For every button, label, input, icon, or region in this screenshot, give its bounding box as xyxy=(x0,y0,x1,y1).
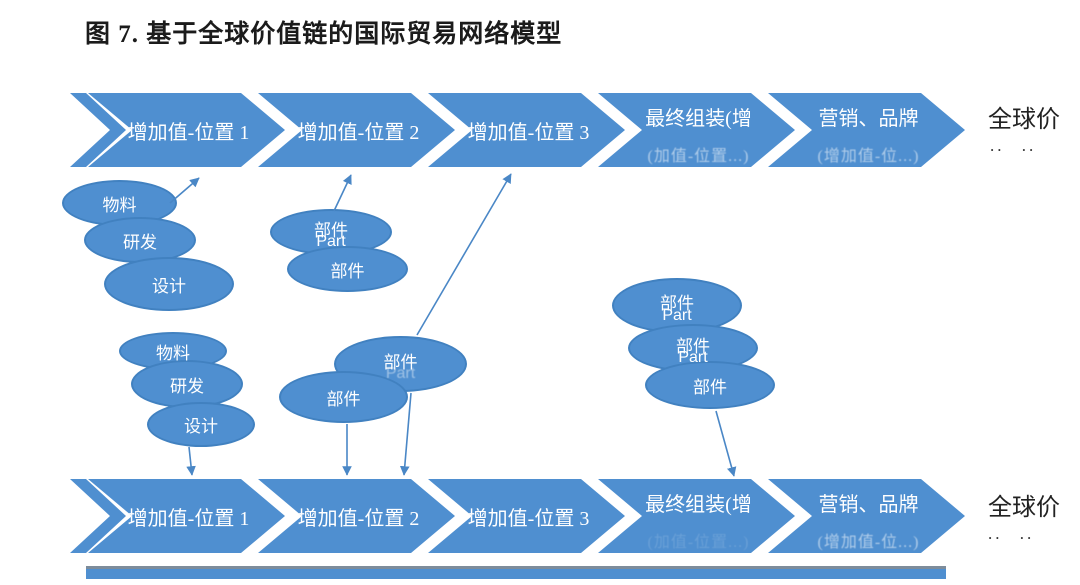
ellipse-part-topmid-2: 部件 xyxy=(287,246,408,292)
process-chevron-top-2: 增加值-位置 2 xyxy=(258,93,455,167)
ellipse-design-bottom: 设计 xyxy=(147,402,255,447)
arrow-part-to-bottom4 xyxy=(715,410,737,477)
arrow-design-to-bottom1 xyxy=(186,446,196,476)
chevron-label: 最终组装(增 xyxy=(645,494,752,516)
chevron-label: 增加值-位置 1 xyxy=(127,121,250,144)
process-chevron-bottom-4: 最终组装(增 (加值-位置...) xyxy=(598,479,795,553)
chevron-label: 增加值-位置 2 xyxy=(297,121,420,144)
ellipse-part-mid-1: 部件 Part xyxy=(334,336,467,392)
arrow-part-to-top2 xyxy=(333,174,352,212)
chevron-sublabel: (增加值-位...) xyxy=(817,534,920,551)
process-chevron-bottom-2: 增加值-位置 2 xyxy=(258,479,455,553)
figure-title: 图 7. 基于全球价值链的国际贸易网络模型 xyxy=(85,21,563,48)
ellipse-part-right-2: 部件 Part xyxy=(628,324,758,372)
chevron-sublabel: (增加值-位...) xyxy=(817,148,920,165)
chevron-label: 营销、品牌 xyxy=(818,494,919,516)
chevron-label: 增加值-位置 3 xyxy=(467,507,590,530)
ellipse-design-top: 设计 xyxy=(104,257,234,311)
top-row-end-dots: .. .. xyxy=(990,136,1037,155)
part-english-label: Part xyxy=(662,306,692,324)
process-chevron-bottom-3: 增加值-位置 3 xyxy=(428,479,625,553)
chevron-sublabel: (加值-位置...) xyxy=(647,148,750,165)
part-english-label: Part xyxy=(678,348,708,366)
chevron-label: 增加值-位置 1 xyxy=(127,507,250,530)
top-row-end-label: 全球价 xyxy=(988,107,1060,133)
ellipse-rnd-top: 研发 xyxy=(84,217,196,263)
chevron-label: 增加值-位置 3 xyxy=(467,121,590,144)
part-english-label: Part xyxy=(385,365,416,383)
arrow-part-to-bottom2-b xyxy=(399,392,412,476)
chevron-label: 增加值-位置 2 xyxy=(297,507,420,530)
cropped-shape-bottom xyxy=(86,566,946,579)
chevron-label: 最终组装(增 xyxy=(645,108,752,130)
ellipse-part-right-1: 部件 Part xyxy=(612,278,742,333)
chevron-sublabel: (加值-位置...) xyxy=(647,534,750,551)
arrow-part-to-top3 xyxy=(416,173,512,336)
process-chevron-top-3: 增加值-位置 3 xyxy=(428,93,625,167)
process-chevron-top-5: 营销、品牌 (增加值-位...) xyxy=(768,93,965,167)
process-chevron-bottom-5: 营销、品牌 (增加值-位...) xyxy=(768,479,965,553)
bottom-row-end-label: 全球价 xyxy=(988,495,1060,521)
ellipse-part-mid-2: 部件 xyxy=(279,371,408,423)
ellipse-part-right-3: 部件 xyxy=(645,361,775,409)
ellipse-rnd-bottom: 研发 xyxy=(131,360,243,408)
part-english-label: Part xyxy=(316,232,346,250)
chevron-label: 营销、品牌 xyxy=(818,108,919,130)
bottom-row-end-dots: .. .. xyxy=(988,524,1035,543)
process-chevron-top-4: 最终组装(增 (加值-位置...) xyxy=(598,93,795,167)
